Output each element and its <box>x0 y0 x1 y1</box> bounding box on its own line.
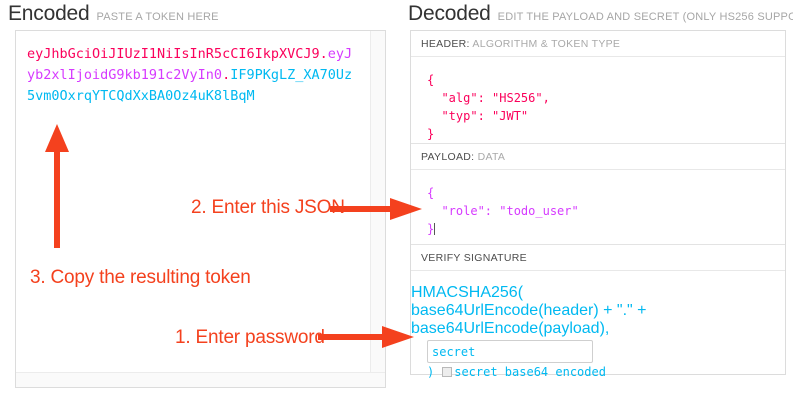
token-signature-segment: IF9PKgLZ_XA70Uz5vm0OxrqYTCQdXxBA0Oz4uK8l… <box>27 67 353 104</box>
signature-section-label: VERIFY SIGNATURE <box>411 245 785 271</box>
decoded-header-section: HEADER: ALGORITHM & TOKEN TYPE { "alg": … <box>411 31 785 144</box>
decoded-title-text: Decoded <box>408 2 491 25</box>
header-section-label-weak: ALGORITHM & TOKEN TYPE <box>472 38 621 50</box>
signature-editor: HMACSHA256( base64UrlEncode(header) + ".… <box>411 271 785 381</box>
decoded-subtitle-text: EDIT THE PAYLOAD AND SECRET (ONLY HS256 … <box>497 11 793 23</box>
base64-encoded-checkbox[interactable] <box>442 367 453 377</box>
payload-section-label-weak: DATA <box>477 151 506 163</box>
encoded-subtitle-text: PASTE A TOKEN HERE <box>96 11 219 23</box>
annotation-step-3: 3. Copy the resulting token <box>30 267 251 288</box>
annotation-arrow-step-2 <box>330 198 422 220</box>
encoded-column-title: Encoded PASTE A TOKEN HERE <box>8 2 219 26</box>
payload-json-text: { "role": "todo_user" } <box>427 186 579 236</box>
payload-section-label-strong: PAYLOAD: <box>421 151 475 163</box>
hmac-line-1: HMACSHA256( <box>411 284 524 301</box>
annotation-arrow-step-1 <box>318 326 414 348</box>
payload-json-editor[interactable]: { "role": "todo_user" } <box>411 170 785 244</box>
decoded-panel: HEADER: ALGORITHM & TOKEN TYPE { "alg": … <box>410 30 786 379</box>
signature-closing-row: ) secret base64 encoded <box>411 364 785 380</box>
annotation-step-2: 2. Enter this JSON <box>191 197 345 218</box>
encoded-token-panel[interactable]: eyJhbGciOiJIUzI1NiIsInR5cCI6IkpXVCJ9.eyJ… <box>15 30 386 388</box>
annotation-arrow-step-3 <box>45 124 69 248</box>
token-payload-segment: eyJyb2xlIjoidG9kb191c2VyIn0 <box>27 46 353 83</box>
text-caret <box>434 223 436 235</box>
decoded-column-title: Decoded EDIT THE PAYLOAD AND SECRET (ONLY… <box>408 2 793 26</box>
hmac-line-2: base64UrlEncode(header) + "." + <box>411 302 647 319</box>
token-separator-dot-2: . <box>222 67 231 83</box>
encoded-vertical-scrollbar[interactable] <box>370 31 385 372</box>
header-section-label-strong: HEADER: <box>421 38 470 50</box>
decoded-signature-section: VERIFY SIGNATURE HMACSHA256( base64UrlEn… <box>411 245 785 381</box>
token-separator-dot-1: . <box>319 46 328 62</box>
closing-paren: ) <box>427 365 435 379</box>
secret-input[interactable] <box>427 340 593 363</box>
header-json-editor[interactable]: { "alg": "HS256", "typ": "JWT" } <box>427 73 550 141</box>
encoded-token-text[interactable]: eyJhbGciOiJIUzI1NiIsInR5cCI6IkpXVCJ9.eyJ… <box>27 44 357 107</box>
encoded-title-text: Encoded <box>8 2 90 25</box>
token-header-segment: eyJhbGciOiJIUzI1NiIsInR5cCI6IkpXVCJ9 <box>27 46 320 62</box>
base64-encoded-label: secret base64 encoded <box>454 365 606 379</box>
signature-section-label-strong: VERIFY SIGNATURE <box>421 252 527 264</box>
decoded-payload-section: PAYLOAD: DATA { "role": "todo_user" } <box>411 144 785 245</box>
encoded-horizontal-scrollbar[interactable] <box>16 372 385 387</box>
annotation-step-1: 1. Enter password <box>175 327 325 348</box>
header-section-label: HEADER: ALGORITHM & TOKEN TYPE <box>411 31 785 57</box>
payload-section-label: PAYLOAD: DATA <box>411 144 785 170</box>
hmac-line-3: base64UrlEncode(payload), <box>411 320 610 337</box>
